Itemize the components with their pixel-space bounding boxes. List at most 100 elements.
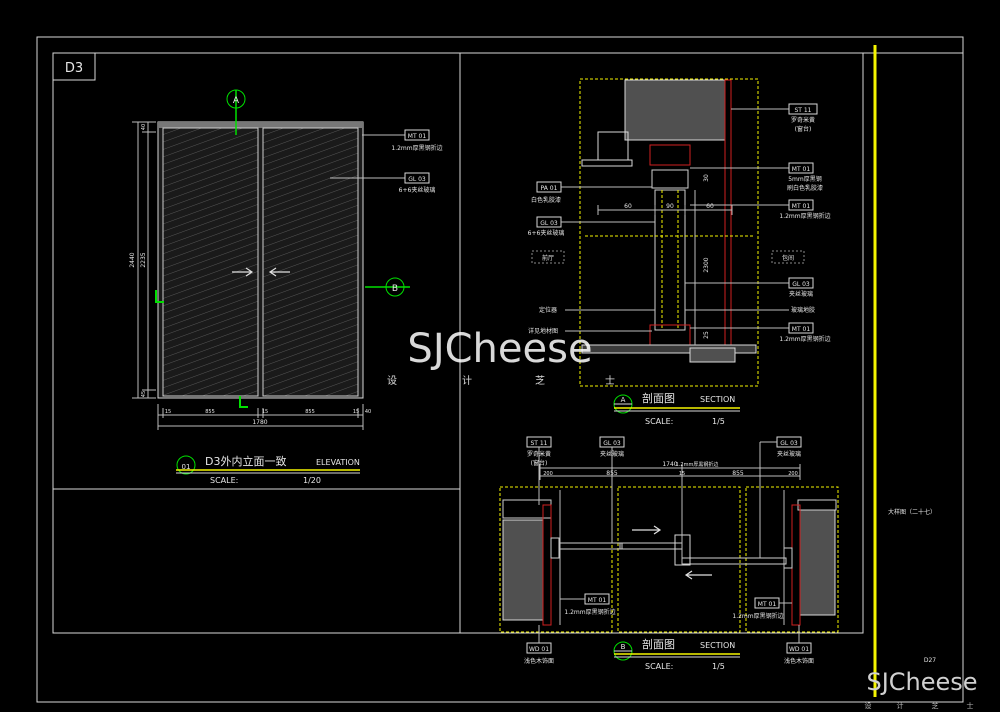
elevation-scale-value: 1/20 (303, 476, 321, 485)
dim-bottom-1: 855 (205, 409, 215, 415)
panel-id-box (52, 52, 96, 81)
wall-block (624, 79, 726, 141)
watermark-sub-2: 芝 (535, 374, 545, 387)
section-a-dim-1: 90 (666, 203, 674, 210)
tag-note: 白色乳胶漆 (531, 196, 561, 204)
glass-leaf-mid (619, 542, 683, 550)
room-left-label: 前厅 (542, 254, 554, 262)
section-b-tag-mid-2: 1.2mm厚黑钢折边 (676, 461, 719, 565)
section-b-border-left (499, 486, 613, 633)
tag-code: MT 01 (792, 326, 811, 333)
section-b-scale-label: SCALE: (645, 662, 673, 671)
lintel-detail (597, 131, 629, 161)
section-a-border (579, 78, 759, 387)
tag-note: 详见地材图 (528, 327, 558, 335)
tag-note: 1.2mm厚黑钢折边 (391, 144, 442, 152)
tag-note: 1.2mm厚黑钢折边 (676, 461, 719, 468)
tag-note: 浅色木饰面 (524, 657, 554, 665)
tag-note2: 刷白色乳胶漆 (787, 184, 823, 192)
tag-note: 罗奇米黄 (527, 450, 551, 458)
dim-total-height: 2440 (129, 252, 136, 267)
tag-note: 1.2mm厚黑钢折边 (564, 608, 615, 616)
watermark-sub-0: 设 (387, 375, 397, 387)
side-mark: D27 (924, 657, 936, 664)
watermark-brand: SJCheese (407, 326, 592, 372)
tag-code: MT 01 (792, 166, 811, 173)
section-a-tag-right-4: 玻璃地胶 (685, 306, 815, 314)
section-b-tag-mid-1: MT 01 1.2mm厚黑钢折边 (732, 597, 792, 620)
elevation-tag-mt01: MT 01 1.2mm厚黑钢折边 (362, 129, 443, 152)
tag-note: 定位器 (539, 306, 557, 314)
elevation-tag-gl03: GL 03 6+6夹丝玻璃 (330, 172, 436, 194)
section-b-dim-small-0: 200 (543, 471, 553, 477)
section-b-title-en: SECTION (700, 641, 735, 650)
bottom-guide (649, 324, 691, 346)
section-a-tag-right-1: MT 01 5mm厚黑钢 刷白色乳胶漆 (690, 162, 823, 192)
tag-code: WD 01 (789, 646, 809, 653)
tag-note: 5mm厚黑钢 (788, 175, 822, 183)
section-b-title-cn: 剖面图 (642, 637, 675, 651)
dim-total-width: 1780 (252, 419, 267, 426)
watermark-corner-sub-0: 设 (865, 701, 872, 710)
tag-code: GL 03 (780, 440, 798, 447)
section-b-scale-value: 1/5 (712, 662, 725, 671)
dim-bottom: 45 (141, 391, 147, 397)
tag-code: ST 11 (794, 107, 811, 114)
tag-note: 夹丝玻璃 (777, 450, 801, 458)
section-b-dim-right: 855 (732, 470, 744, 477)
section-a-dim-5: 25 (703, 331, 710, 339)
door-leaf-left (162, 127, 259, 397)
section-b-tag-top-2: GL 03 夹丝玻璃 (759, 436, 802, 558)
elevation-number: 01 (182, 463, 191, 471)
section-b-title: B 剖面图 SECTION SCALE: 1/5 (613, 637, 740, 671)
dim-bottom-4: 15 (353, 409, 359, 415)
green-tick-bottom (239, 396, 248, 408)
section-marker-a-label: A (233, 96, 240, 106)
section-marker-a: A (226, 89, 246, 135)
section-a-dim-lines (597, 190, 733, 345)
dim-top: 40 (141, 124, 147, 130)
tag-note: 夹丝玻璃 (600, 450, 624, 458)
tag-note: 玻璃地胶 (791, 306, 815, 314)
section-a-scale-label: SCALE: (645, 417, 673, 426)
section-a-tag-right-2: MT 01 1.2mm厚黑钢折边 (690, 199, 831, 220)
glass-leaf-right (681, 557, 787, 565)
tag-code: GL 03 (603, 440, 621, 447)
section-a-drawing: 60 90 60 2300 30 25 前厅 包间 ST 11 罗奇米黄 (窗台… (528, 78, 831, 426)
tag-code: GL 03 (540, 220, 558, 227)
tag-note: 罗奇米黄 (791, 116, 815, 124)
wall-right-block (799, 509, 836, 616)
section-b-tag-top-1: GL 03 夹丝玻璃 (599, 436, 625, 543)
tag-note2: (窗台) (531, 459, 548, 467)
watermark-center: SJCheese 设 计 芝 士 (387, 326, 615, 387)
section-a-dim-2: 60 (706, 203, 714, 210)
tag-code: MT 01 (408, 133, 427, 140)
floor-slab (581, 344, 757, 354)
section-b-drawing: 1740 855 855 200 15 200 ST 11 罗奇米黄 (窗台) … (499, 436, 839, 671)
elevation-title-cn: D3外内立面一致 (205, 454, 286, 468)
section-b-dim-lines (539, 464, 801, 625)
watermark-corner-sub-3: 士 (967, 701, 974, 710)
tag-code: MT 01 (758, 601, 777, 608)
tag-code: PA 01 (541, 185, 558, 192)
sheet-frame (36, 36, 964, 703)
elevation-title-en: ELEVATION (316, 458, 360, 467)
tag-note: 6+6夹丝玻璃 (399, 186, 436, 194)
dim-bottom-2: 15 (262, 409, 268, 415)
elevation-title: 01 D3外内立面一致 ELEVATION SCALE: 1/20 (176, 454, 360, 485)
tag-note2: (窗台) (795, 125, 812, 133)
watermark-corner-brand: SJCheese (866, 668, 977, 696)
tag-note: 1.2mm厚黑钢折边 (779, 335, 830, 343)
dim-bottom-5: 40 (365, 409, 371, 415)
section-a-tag-left-1: GL 03 6+6夹丝玻璃 (528, 216, 655, 237)
section-b-tag-bottom-0: WD 01 浅色木饰面 (524, 625, 554, 665)
section-a-scale-value: 1/5 (712, 417, 725, 426)
dim-bottom-3: 855 (305, 409, 315, 415)
section-a-title-cn: 剖面图 (642, 391, 675, 405)
section-a-tag-left-2: 定位器 (539, 306, 655, 314)
wall-left-block (502, 519, 544, 621)
dim-bottom-0: 15 (165, 409, 171, 415)
section-b-arrows (632, 525, 712, 580)
lintel-left (581, 159, 633, 167)
dim-inner-height: 2235 (140, 252, 147, 267)
